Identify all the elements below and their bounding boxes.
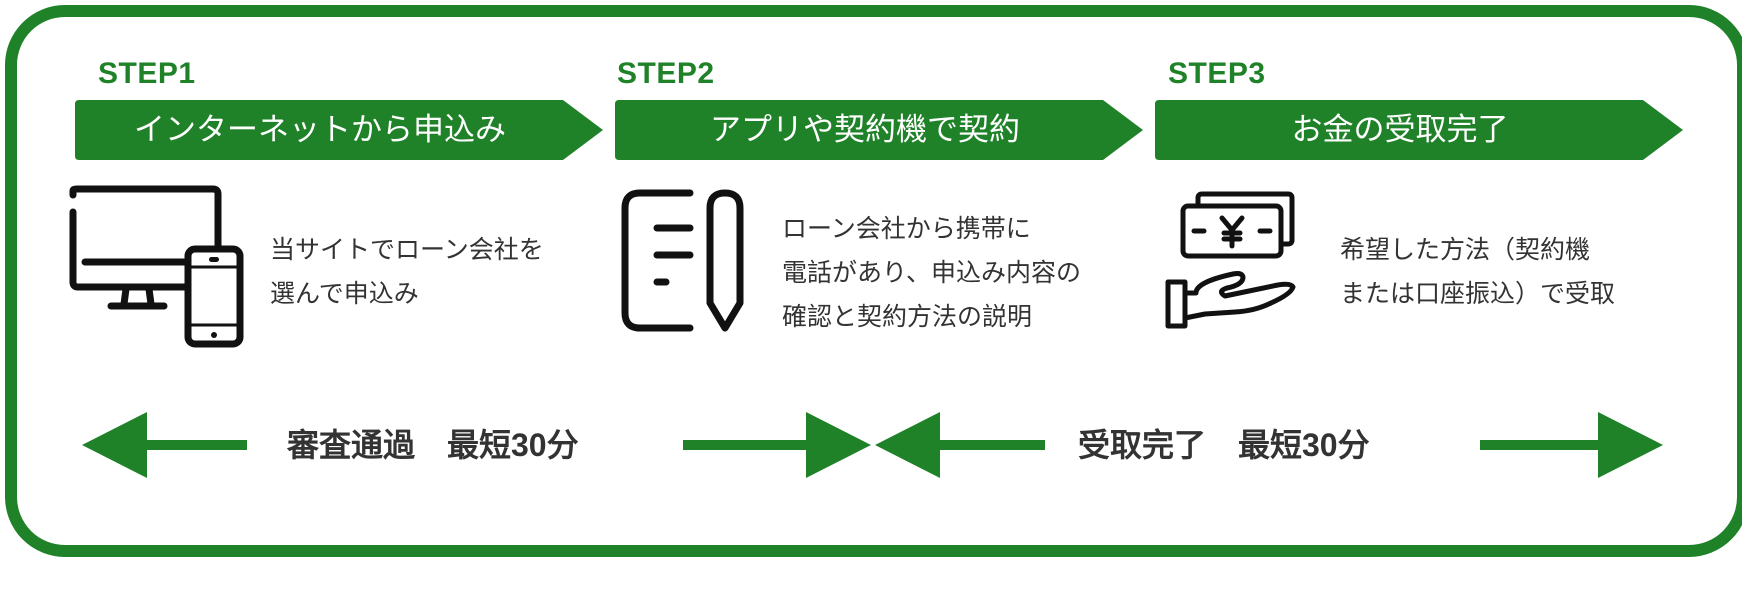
banner-arrow-shape xyxy=(75,100,603,160)
step1-title: インターネットから申込み xyxy=(134,112,506,148)
arrow-left-icon xyxy=(82,412,247,478)
step3-title: お金の受取完了 xyxy=(1291,112,1509,148)
description-line: ローン会社から携帯に xyxy=(782,214,1031,243)
step3-description: 希望した方法（契約機 または口座振込）で受取 xyxy=(1340,228,1615,316)
step3-banner: お金の受取完了 xyxy=(1155,100,1685,160)
step2-label: STEP2 xyxy=(617,57,715,90)
arrow-right-icon xyxy=(683,412,871,478)
step1-description: 当サイトでローン会社を 選んで申込み xyxy=(270,228,544,316)
desktop-and-smartphone-icon xyxy=(69,185,244,348)
document-and-pen-icon xyxy=(621,189,744,332)
step1-banner: インターネットから申込み xyxy=(75,100,605,160)
arrow-left-icon xyxy=(875,412,1045,478)
description-line: 電話があり、申込み内容の xyxy=(782,258,1082,287)
flow-frame xyxy=(5,5,1742,557)
description-line: または口座振込）で受取 xyxy=(1340,279,1616,308)
step2-title: アプリや契約機で契約 xyxy=(710,112,1020,148)
hand-receiving-yen-icon xyxy=(1165,191,1296,329)
step2-banner: アプリや契約機で契約 xyxy=(615,100,1145,160)
description-line: 確認と契約方法の説明 xyxy=(782,302,1033,331)
step1-label: STEP1 xyxy=(98,57,196,90)
arrow-right-icon xyxy=(1480,412,1663,478)
step2-description: ローン会社から携帯に 電話があり、申込み内容の 確認と契約方法の説明 xyxy=(782,207,1081,339)
banner-arrow-shape xyxy=(1155,100,1683,160)
banner-arrow-shape xyxy=(615,100,1143,160)
description-line: 選んで申込み xyxy=(270,279,419,308)
step3-label: STEP3 xyxy=(1168,57,1266,90)
description-line: 当サイトでローン会社を xyxy=(270,235,544,264)
timing-label-receipt: 受取完了 最短30分 xyxy=(1078,427,1370,463)
description-line: 希望した方法（契約機 xyxy=(1340,235,1591,264)
timing-label-review: 審査通過 最短30分 xyxy=(287,427,579,463)
